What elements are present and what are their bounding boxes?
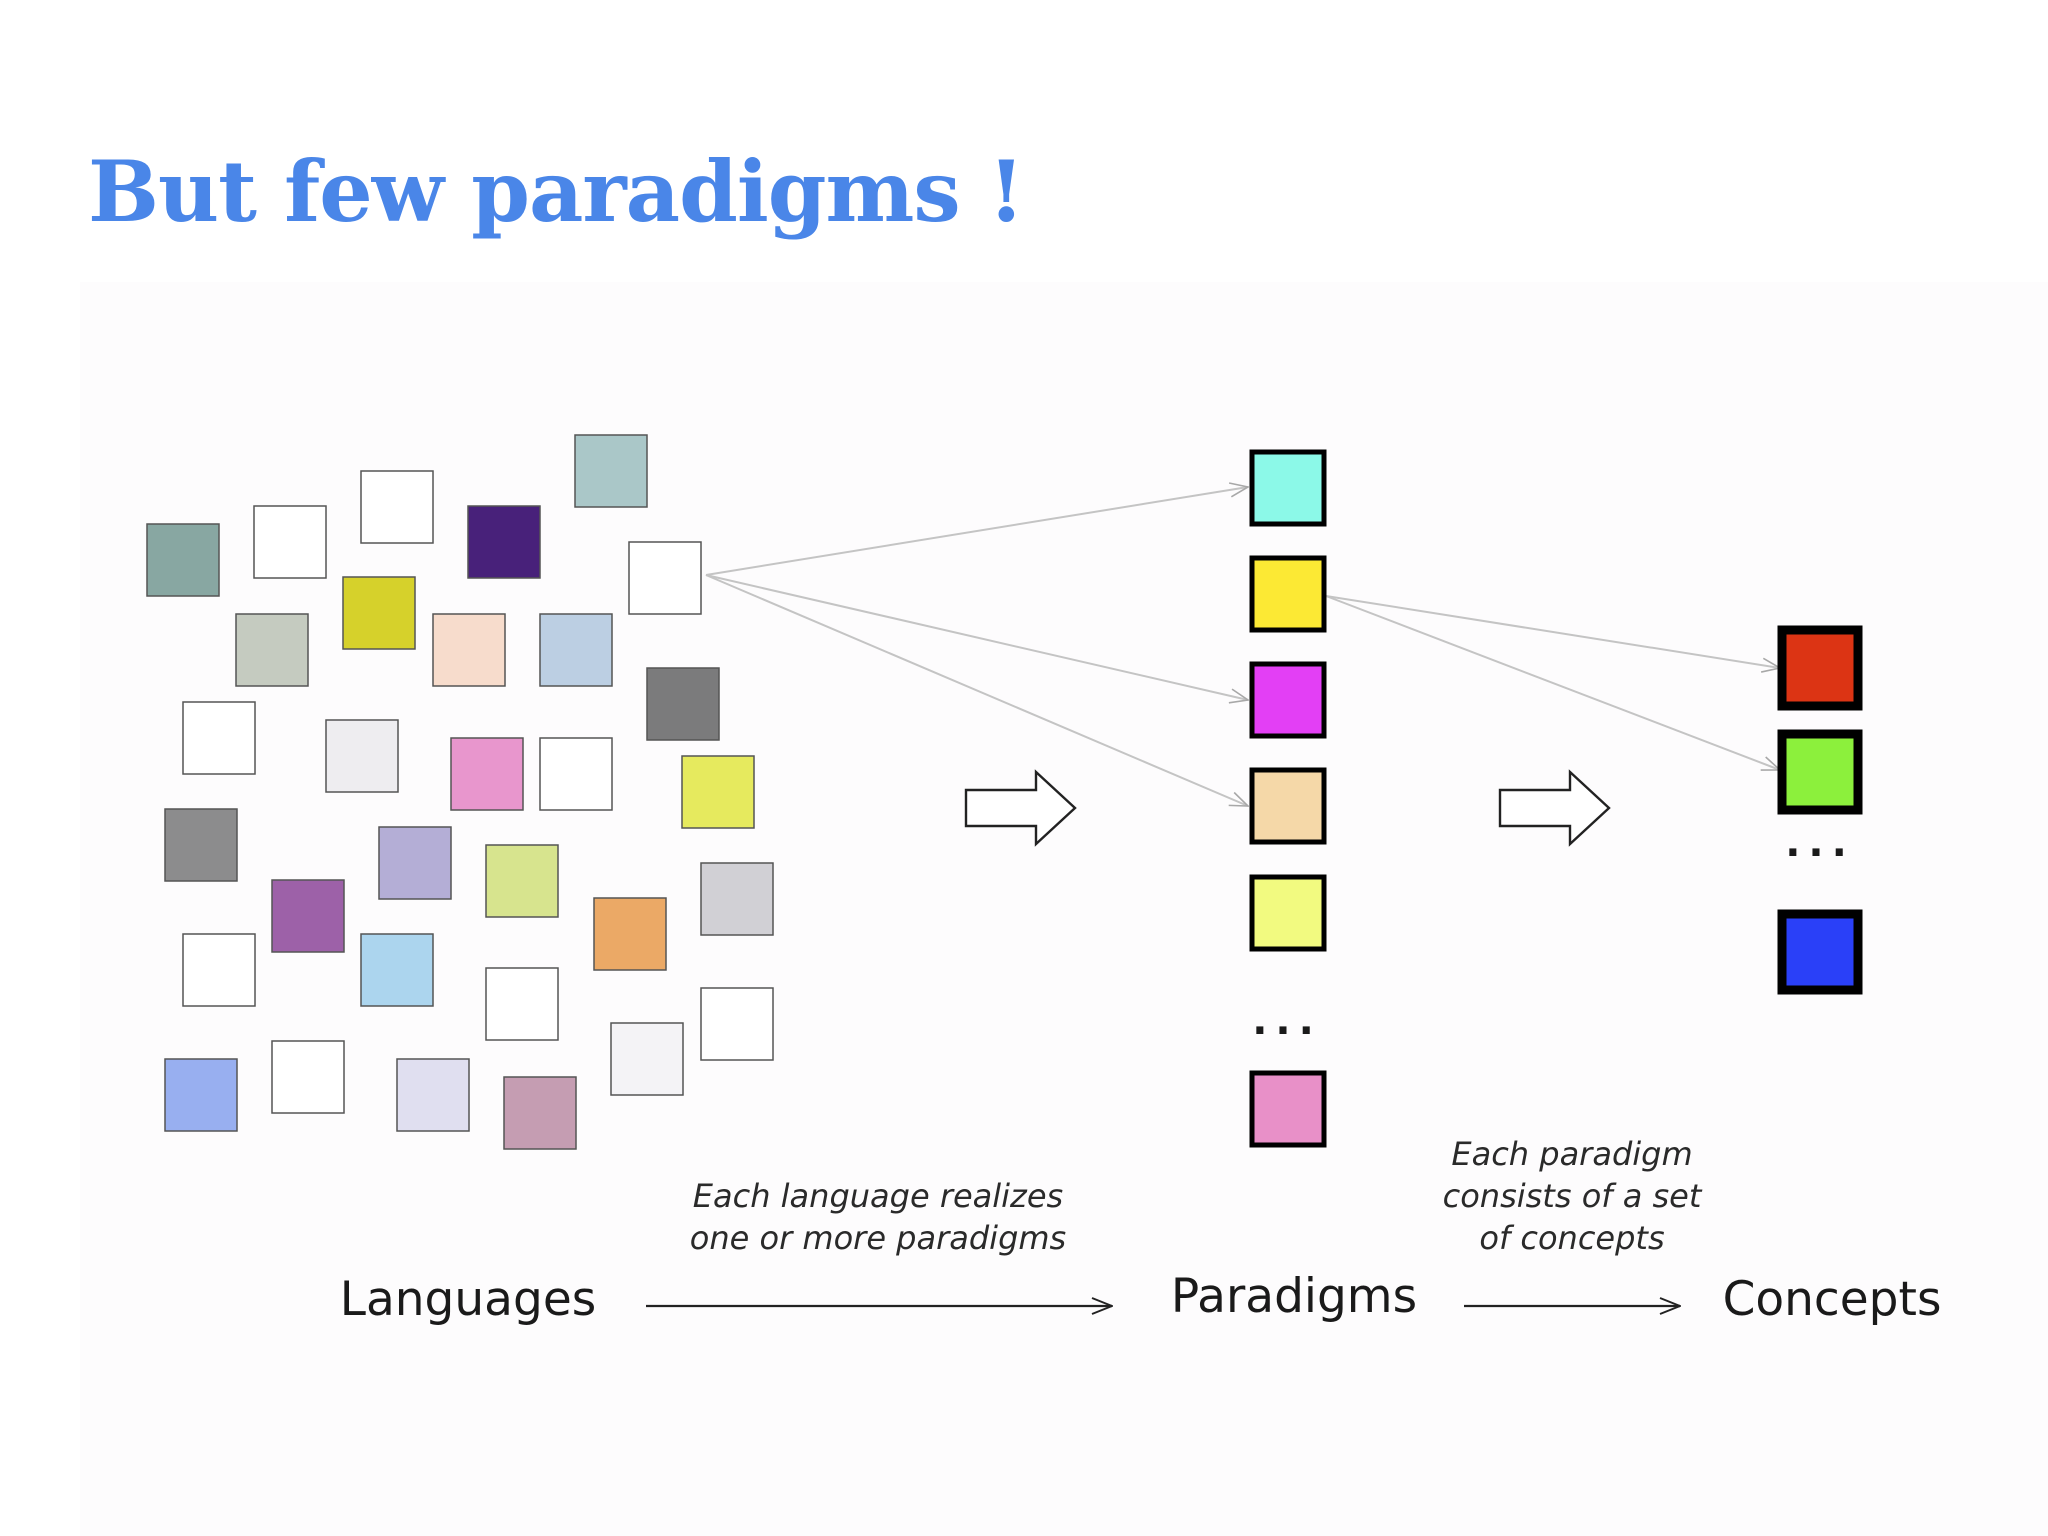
language-square bbox=[164, 808, 238, 882]
concept-square bbox=[1777, 625, 1863, 711]
language-square bbox=[360, 470, 434, 544]
language-square bbox=[467, 505, 541, 579]
link-to-paradigm-3 bbox=[705, 574, 1248, 700]
language-square bbox=[342, 576, 416, 650]
link-to-paradigm-4 bbox=[705, 574, 1248, 807]
language-square bbox=[253, 505, 327, 579]
language-square bbox=[503, 1076, 577, 1150]
block-arrow-2 bbox=[1498, 769, 1611, 847]
link-to-concept-1 bbox=[1325, 595, 1780, 668]
language-square bbox=[182, 701, 256, 775]
diagram-panel: ... ... Each language realizes one or mo… bbox=[80, 282, 2048, 1536]
language-square bbox=[700, 862, 774, 936]
caption-languages-line-2: one or more paradigms bbox=[690, 1219, 1066, 1257]
slide-title: But few paradigms ! bbox=[88, 142, 1025, 241]
caption-paradigms-line-1: Each paradigm bbox=[1451, 1135, 1692, 1173]
language-square bbox=[574, 434, 648, 508]
language-square bbox=[610, 1022, 684, 1096]
language-square bbox=[271, 1040, 345, 1114]
language-square bbox=[396, 1058, 470, 1132]
caption-paradigms-line-2: consists of a set bbox=[1443, 1177, 1703, 1215]
language-square bbox=[450, 737, 524, 811]
concept-square bbox=[1777, 729, 1863, 815]
paradigm-square bbox=[1249, 555, 1327, 633]
concept-square bbox=[1777, 909, 1863, 995]
paradigm-square bbox=[1249, 874, 1327, 952]
paradigm-square bbox=[1249, 767, 1327, 845]
paradigm-ellipsis: ... bbox=[1252, 998, 1322, 1044]
language-square bbox=[539, 613, 613, 687]
paradigm-concept-links bbox=[1325, 595, 1780, 771]
language-square bbox=[378, 826, 452, 900]
language-square bbox=[432, 613, 506, 687]
language-square bbox=[182, 933, 256, 1007]
language-squares bbox=[146, 434, 774, 1150]
language-square bbox=[539, 737, 613, 811]
diagram-canvas: ... ... Each language realizes one or mo… bbox=[146, 434, 1942, 1327]
block-arrow-1 bbox=[964, 769, 1077, 847]
language-square bbox=[646, 667, 720, 741]
language-square bbox=[681, 755, 755, 829]
language-square bbox=[628, 541, 702, 615]
language-square bbox=[235, 613, 309, 687]
concept-squares bbox=[1777, 625, 1863, 995]
language-square bbox=[485, 844, 559, 918]
language-square bbox=[360, 933, 434, 1007]
paradigm-square bbox=[1249, 661, 1327, 739]
language-square bbox=[164, 1058, 238, 1132]
caption-paradigms-line-3: of concepts bbox=[1479, 1219, 1664, 1257]
label-concepts: Concepts bbox=[1723, 1272, 1942, 1327]
label-paradigms: Paradigms bbox=[1171, 1269, 1417, 1324]
language-square bbox=[700, 987, 774, 1061]
paradigm-squares bbox=[1249, 449, 1327, 1148]
language-paradigm-links bbox=[705, 487, 1248, 807]
link-to-paradigm-1 bbox=[705, 487, 1248, 576]
label-languages: Languages bbox=[340, 1272, 596, 1327]
paradigm-square bbox=[1249, 1070, 1327, 1148]
language-square bbox=[485, 967, 559, 1041]
language-square bbox=[593, 897, 667, 971]
concept-ellipsis: ... bbox=[1785, 820, 1855, 866]
language-square bbox=[271, 879, 345, 953]
paradigm-square bbox=[1249, 449, 1327, 527]
language-square bbox=[146, 523, 220, 597]
language-square bbox=[325, 719, 399, 793]
caption-languages-line-1: Each language realizes bbox=[693, 1177, 1063, 1215]
link-to-concept-2 bbox=[1325, 595, 1780, 771]
